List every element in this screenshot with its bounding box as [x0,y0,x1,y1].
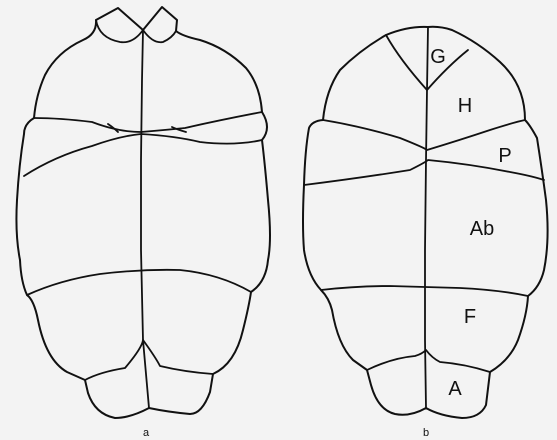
panel-a: a [16,7,270,439]
panel-b-femoral-seam [367,350,490,372]
label-abdominal: Ab [470,218,494,240]
panel-a-caption: a [143,427,150,439]
panel-a-humeral-seam [34,112,262,132]
panel-a-abdominal-seam [27,270,251,295]
label-gular: G [430,46,446,68]
label-femoral: F [464,306,476,328]
panel-b: G H P Ab F A b [303,27,548,439]
label-pectoral: P [498,145,511,167]
panel-a-outline [16,7,270,418]
panel-b-caption: b [423,427,429,439]
panel-b-humeral-seam [323,120,525,150]
label-humeral: H [458,95,472,117]
panel-a-pectoral-seam [24,134,262,176]
panel-a-midline [141,30,149,408]
panel-a-femoral-seam [85,340,213,380]
label-anal: A [448,378,462,400]
